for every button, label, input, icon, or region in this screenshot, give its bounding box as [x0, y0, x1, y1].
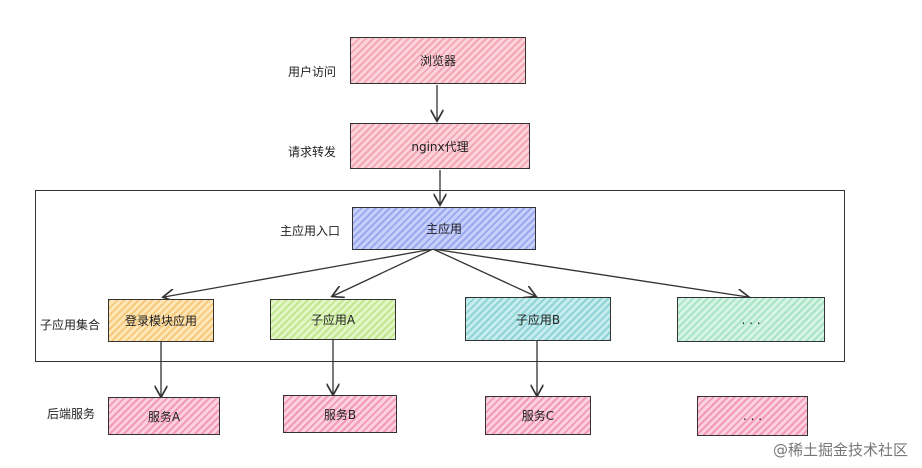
- arrow-main-subb: [432, 248, 535, 296]
- label-forward: 请求转发: [288, 145, 337, 159]
- service-b-node: 服务B: [283, 395, 397, 433]
- arrow-main-login: [164, 248, 434, 297]
- service-a-node: 服务A: [108, 397, 220, 435]
- sub-app-a-node: 子应用A: [270, 299, 396, 340]
- main-app-node-label: 主应用: [425, 222, 462, 236]
- service-b-node-label: 服务B: [323, 407, 357, 422]
- nginx-node-label: nginx代理: [411, 139, 469, 154]
- arrow-main-suba: [333, 248, 434, 296]
- sub-app-b-node: 子应用B: [465, 297, 611, 341]
- browser-node: 浏览器: [350, 37, 526, 84]
- label-main-entry: 主应用入口: [280, 224, 341, 238]
- service-more-node: . . .: [697, 396, 808, 436]
- main-app-node: 主应用: [352, 207, 536, 250]
- sub-app-more-node: . . .: [677, 297, 825, 342]
- arrow-main-more: [432, 248, 748, 297]
- sub-app-b-node-label: 子应用B: [515, 312, 561, 327]
- nginx-node: nginx代理: [350, 123, 530, 169]
- sub-app-a-node-label: 子应用A: [310, 313, 356, 327]
- service-more-node-label: . . .: [742, 409, 763, 423]
- label-sub-set: 子应用集合: [40, 318, 101, 332]
- sub-app-more-node-label: . . .: [741, 312, 761, 327]
- watermark: @稀土掘金技术社区: [772, 441, 908, 459]
- service-a-node-label: 服务A: [147, 409, 181, 424]
- login-app-node-label: 登录模块应用: [124, 314, 197, 328]
- service-c-node-label: 服务C: [521, 409, 555, 423]
- label-backend: 后端服务: [47, 407, 96, 421]
- login-app-node: 登录模块应用: [108, 299, 214, 342]
- service-c-node: 服务C: [485, 396, 591, 435]
- browser-node-label: 浏览器: [419, 54, 456, 68]
- label-user-access: 用户访问: [288, 65, 337, 79]
